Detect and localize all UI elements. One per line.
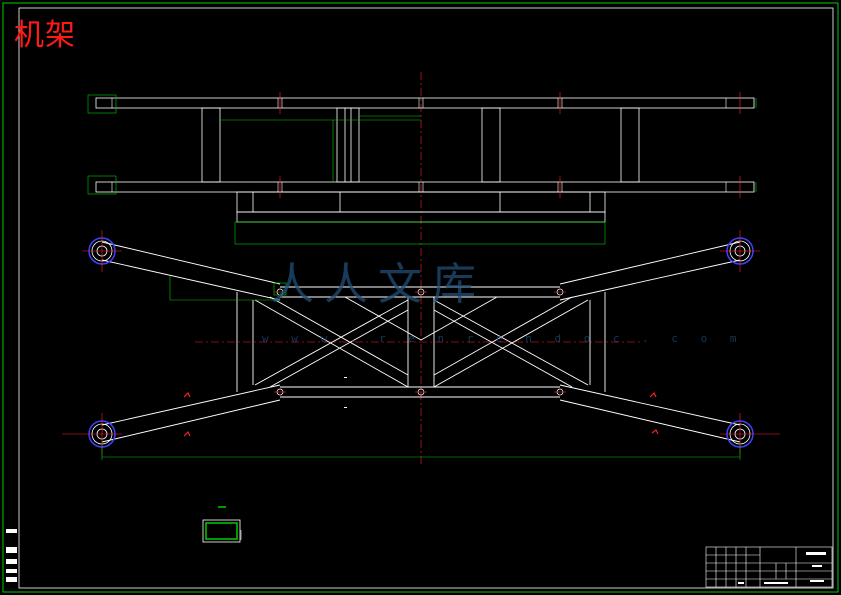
tube-section-detail: [202, 506, 242, 543]
drawing-title: 机架: [14, 18, 76, 53]
inner-frame: [18, 7, 834, 589]
title-block-fills: [738, 552, 826, 584]
side-view-dimensions: [101, 276, 741, 460]
section-markers: [183, 391, 659, 437]
dimension-ticks: [344, 377, 347, 408]
side-view: [101, 241, 741, 443]
platform-inner: [252, 191, 591, 213]
wheel-centermarks: [62, 230, 780, 455]
watermark-main: 人人文库: [270, 259, 486, 310]
post: [336, 107, 360, 183]
pin-centermarks: [274, 291, 566, 393]
top-rail-lower: [95, 181, 755, 193]
rail-centermarks: [279, 92, 741, 198]
margin-label-blocks: [6, 529, 17, 582]
top-view-dimensions: [87, 94, 757, 245]
title-block: [705, 546, 833, 588]
post: [201, 107, 221, 183]
rail-joints: [111, 98, 727, 192]
top-view: [95, 97, 755, 223]
post: [481, 107, 501, 183]
watermark-url: w w w . r e n r e n d o c . c o m: [262, 332, 745, 345]
post: [620, 107, 640, 183]
top-rail-upper: [95, 97, 755, 109]
